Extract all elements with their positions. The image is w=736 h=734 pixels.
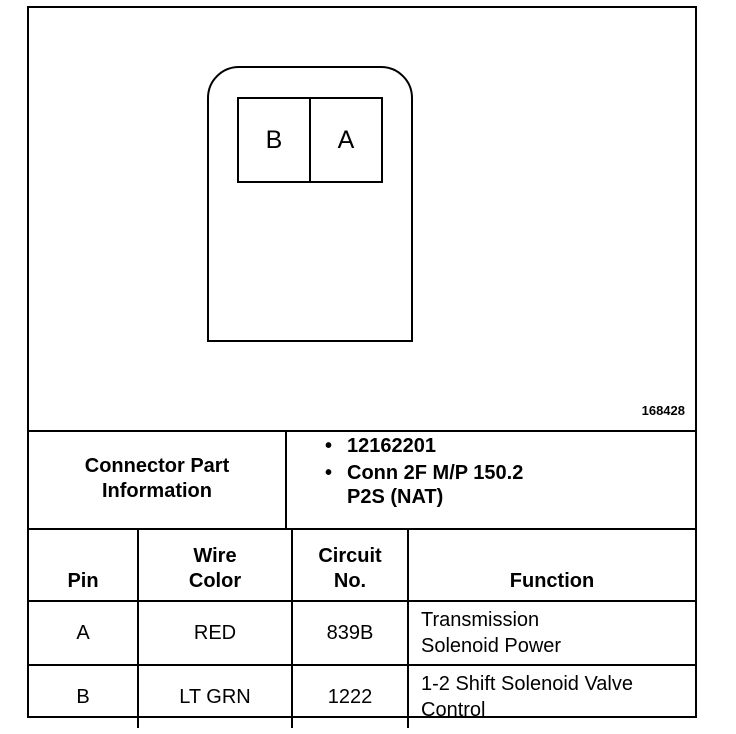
bullet-icon: • — [325, 435, 333, 457]
connector-housing: B A — [207, 66, 413, 342]
connector-description-row: • Conn 2F M/P 150.2 P2S (NAT) — [287, 461, 687, 509]
wire-color-cell: RED — [137, 600, 293, 666]
part-number: 12162201 — [347, 435, 436, 457]
connector-diagram: B A 168428 — [29, 8, 695, 432]
header-circuit-line2: No. — [333, 570, 367, 592]
part-info-label: Connector Part Information — [29, 430, 287, 528]
connector-description-line1: Conn 2F M/P 150.2 — [347, 462, 524, 484]
pin-cavity-b-label: B — [265, 125, 283, 154]
header-circuit-line1: Circuit — [318, 545, 382, 567]
function-cell: Transmission Solenoid Power — [407, 600, 695, 666]
header-function: Function — [407, 528, 695, 602]
pin-table: Pin Wire Color Circuit No. Function A RE… — [29, 528, 695, 728]
pin-cell: B — [29, 664, 139, 728]
part-info-label-line1: Connector Part — [84, 455, 230, 477]
pin-cavity-a-label: A — [337, 125, 355, 154]
function-cell: 1-2 Shift Solenoid Valve Control — [407, 664, 695, 728]
pin-cavity-b: B — [237, 97, 311, 183]
pin-cavity-a: A — [309, 97, 383, 183]
header-wire-color-line2: Color — [188, 570, 242, 592]
table-row: B LT GRN 1222 1-2 Shift Solenoid Valve C… — [29, 664, 695, 728]
function-line1: 1-2 Shift Solenoid Valve — [421, 673, 633, 695]
circuit-cell: 839B — [291, 600, 409, 666]
wire-color-cell: LT GRN — [137, 664, 293, 728]
bullet-icon: • — [325, 462, 333, 484]
header-wire-color: Wire Color — [137, 528, 293, 602]
function-line2: Solenoid Power — [421, 635, 562, 657]
function-line1: Transmission — [421, 609, 540, 631]
connector-end-view-sheet: B A 168428 Connector Part Information • … — [27, 6, 697, 728]
pin-table-header-row: Pin Wire Color Circuit No. Function — [29, 528, 695, 602]
function-line2: Control — [421, 699, 486, 721]
header-pin: Pin — [29, 528, 139, 602]
header-circuit-number: Circuit No. — [291, 528, 409, 602]
connector-description: Conn 2F M/P 150.2 P2S (NAT) — [347, 461, 687, 509]
connector-description-line2: P2S (NAT) — [347, 486, 444, 508]
circuit-cell: 1222 — [291, 664, 409, 728]
header-wire-color-line1: Wire — [193, 545, 237, 567]
part-info-label-line2: Information — [102, 480, 212, 502]
figure-number: 168428 — [641, 403, 685, 418]
part-info-values: • 12162201 • Conn 2F M/P 150.2 P2S (NAT) — [287, 434, 687, 512]
pin-cell: A — [29, 600, 139, 666]
part-number-row: • 12162201 — [287, 434, 687, 458]
connector-part-information: Connector Part Information • 12162201 • … — [29, 430, 695, 530]
table-row: A RED 839B Transmission Solenoid Power — [29, 600, 695, 666]
